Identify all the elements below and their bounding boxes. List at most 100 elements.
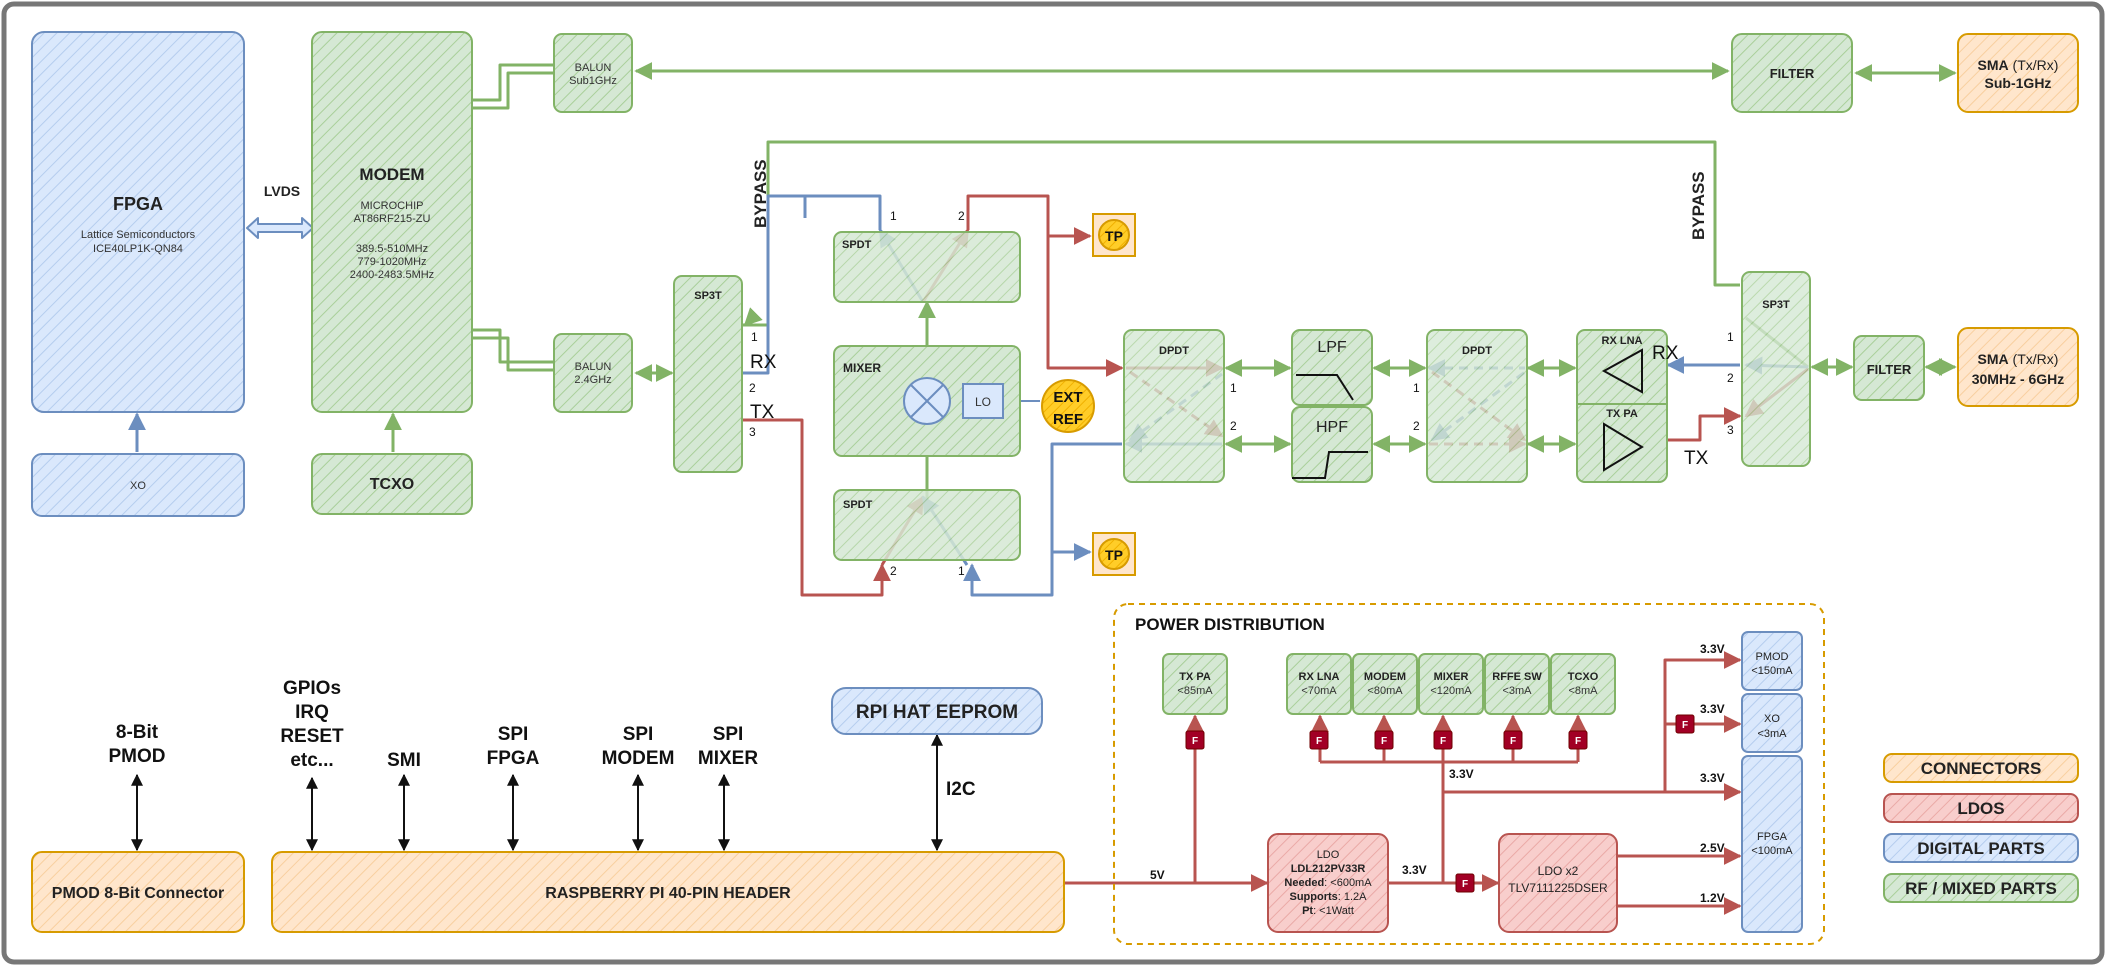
svg-text:<70mA: <70mA — [1301, 685, 1337, 697]
svg-text:LDO: LDO — [1317, 849, 1340, 861]
rpi-header-block: RASPBERRY PI 40-PIN HEADER — [271, 851, 1065, 933]
svg-text:HPF: HPF — [1316, 419, 1348, 436]
svg-text:FILTER: FILTER — [1867, 362, 1912, 377]
balun-sub1-block: BALUN Sub1GHz — [553, 33, 633, 113]
svg-text:<3mA: <3mA — [1757, 728, 1787, 740]
xo-block: XO — [31, 453, 245, 517]
fpga-part: ICE40LP1K-QN84 — [93, 243, 183, 255]
svg-text:2: 2 — [749, 381, 756, 395]
legend-digital: DIGITAL PARTS — [1883, 833, 2079, 863]
svg-text:PMOD: PMOD — [109, 746, 166, 767]
bypass-left-label: BYPASS — [751, 159, 770, 228]
bypass-right-label: BYPASS — [1689, 171, 1708, 240]
lpf-block: LPF — [1291, 329, 1373, 406]
svg-text:<8mA: <8mA — [1568, 685, 1598, 697]
svg-text:BALUN: BALUN — [575, 361, 612, 373]
svg-text:2.5V: 2.5V — [1700, 841, 1725, 855]
load-rx-lna: RX LNA <70mA — [1286, 653, 1352, 715]
svg-text:Sub1GHz: Sub1GHz — [569, 75, 617, 87]
svg-text:SPDT: SPDT — [842, 239, 872, 251]
load-rffe-sw: RFFE SW <3mA — [1484, 653, 1550, 715]
modem-band-2: 779-1020MHz — [357, 256, 426, 268]
svg-text:IRQ: IRQ — [295, 702, 329, 723]
modem-block: MODEM MICROCHIP AT86RF215-ZU 389.5-510MH… — [311, 31, 473, 413]
fuse-rffe-sw: F — [1503, 730, 1523, 750]
sma-top-connector: SMA (Tx/Rx) Sub-1GHz — [1957, 33, 2079, 113]
svg-text:1: 1 — [958, 564, 965, 578]
fpga-vendor: Lattice Semiconductors — [81, 229, 196, 241]
tx-right-label: TX — [1684, 448, 1709, 469]
svg-text:RPI HAT EEPROM: RPI HAT EEPROM — [856, 702, 1018, 723]
tp-bottom-connector: TP — [1092, 532, 1136, 576]
tcxo-label: TCXO — [370, 476, 414, 493]
i2c-label: I2C — [946, 779, 976, 800]
legend-connectors: CONNECTORS — [1883, 753, 2079, 783]
svg-text:1: 1 — [1413, 381, 1420, 395]
svg-text:PMOD: PMOD — [1756, 651, 1789, 663]
legend: CONNECTORS LDOS DIGITAL PARTS RF / MIXED… — [1883, 753, 2079, 903]
fpga-title: FPGA — [113, 194, 163, 214]
svg-text:3.3V: 3.3V — [1700, 771, 1725, 785]
svg-text:PMOD 8-Bit Connector: PMOD 8-Bit Connector — [52, 885, 224, 902]
rx-left-label: RX — [750, 352, 777, 373]
svg-text:2: 2 — [1230, 419, 1237, 433]
spdt-top-block: SPDT — [833, 231, 1021, 303]
svg-text:F: F — [1575, 736, 1581, 747]
svg-text:F: F — [1462, 879, 1468, 890]
load-modem: MODEM <80mA — [1352, 653, 1418, 715]
dpdt-right-block: DPDT — [1426, 329, 1528, 483]
svg-text:MIXER: MIXER — [843, 361, 881, 375]
svg-text:TP: TP — [1105, 547, 1123, 563]
svg-text:TX PA: TX PA — [1179, 671, 1211, 683]
svg-text:30MHz - 6GHz: 30MHz - 6GHz — [1972, 371, 2065, 387]
svg-text:DPDT: DPDT — [1462, 345, 1492, 357]
svg-text:BALUN: BALUN — [575, 62, 612, 74]
ldo-tlv711-block: LDO x2 TLV7111225DSER — [1498, 833, 1618, 933]
legend-rf: RF / MIXED PARTS — [1883, 873, 2079, 903]
svg-text:SPDT: SPDT — [843, 499, 873, 511]
mixer-block: MIXER LO — [833, 345, 1021, 457]
spdt-bottom-block: SPDT — [833, 489, 1021, 561]
svg-text:1: 1 — [1727, 330, 1734, 344]
rpi-hat-eeprom-block: RPI HAT EEPROM — [831, 687, 1043, 735]
lo-box — [962, 383, 1004, 419]
svg-text:3.3V: 3.3V — [1449, 767, 1474, 781]
ext-ref-connector: EXT REF — [1041, 379, 1095, 433]
modem-band-1: 389.5-510MHz — [356, 243, 428, 255]
svg-text:RX LNA: RX LNA — [1299, 671, 1340, 683]
svg-text:1: 1 — [890, 209, 897, 223]
svg-text:TP: TP — [1105, 228, 1123, 244]
svg-text:Sub-1GHz: Sub-1GHz — [1985, 75, 2052, 91]
svg-text:LO: LO — [975, 395, 991, 409]
xo-power-block: XO <3mA — [1741, 693, 1803, 753]
load-mixer: MIXER <120mA — [1418, 653, 1484, 715]
svg-text:MODEM: MODEM — [602, 748, 675, 769]
svg-text:2.4GHz: 2.4GHz — [574, 374, 611, 386]
svg-text:1: 1 — [751, 330, 758, 344]
svg-text:RFFE SW: RFFE SW — [1492, 671, 1542, 683]
svg-text:FPGA: FPGA — [1757, 831, 1788, 843]
svg-text:MIXER: MIXER — [698, 748, 758, 769]
svg-text:TX PA: TX PA — [1606, 408, 1638, 420]
svg-text:F: F — [1192, 736, 1198, 747]
svg-text:CONNECTORS: CONNECTORS — [1921, 759, 2042, 778]
svg-text:<150mA: <150mA — [1751, 665, 1793, 677]
svg-text:F: F — [1510, 736, 1516, 747]
svg-text:<80mA: <80mA — [1367, 685, 1403, 697]
svg-text:Supports: 1.2A: Supports: 1.2A — [1289, 891, 1367, 903]
tx-left-label: TX — [750, 402, 775, 423]
svg-text:LPF: LPF — [1317, 339, 1347, 356]
fpga-power-block: FPGA <100mA — [1741, 755, 1803, 933]
power-title: POWER DISTRIBUTION — [1135, 615, 1325, 634]
fuse-xo: F — [1675, 714, 1695, 734]
svg-text:1.2V: 1.2V — [1700, 891, 1725, 905]
modem-vendor: MICROCHIP — [361, 200, 424, 212]
svg-text:F: F — [1381, 736, 1387, 747]
svg-text:RASPBERRY PI 40-PIN HEADER: RASPBERRY PI 40-PIN HEADER — [545, 885, 791, 902]
svg-text:<120mA: <120mA — [1430, 685, 1472, 697]
sp3t-right-block: SP3T — [1741, 271, 1811, 467]
spi-modem-label: SPI — [623, 724, 654, 745]
svg-text:3.3V: 3.3V — [1700, 642, 1725, 656]
filter-right-block: FILTER — [1853, 335, 1925, 401]
lvds-label: LVDS — [264, 183, 300, 199]
